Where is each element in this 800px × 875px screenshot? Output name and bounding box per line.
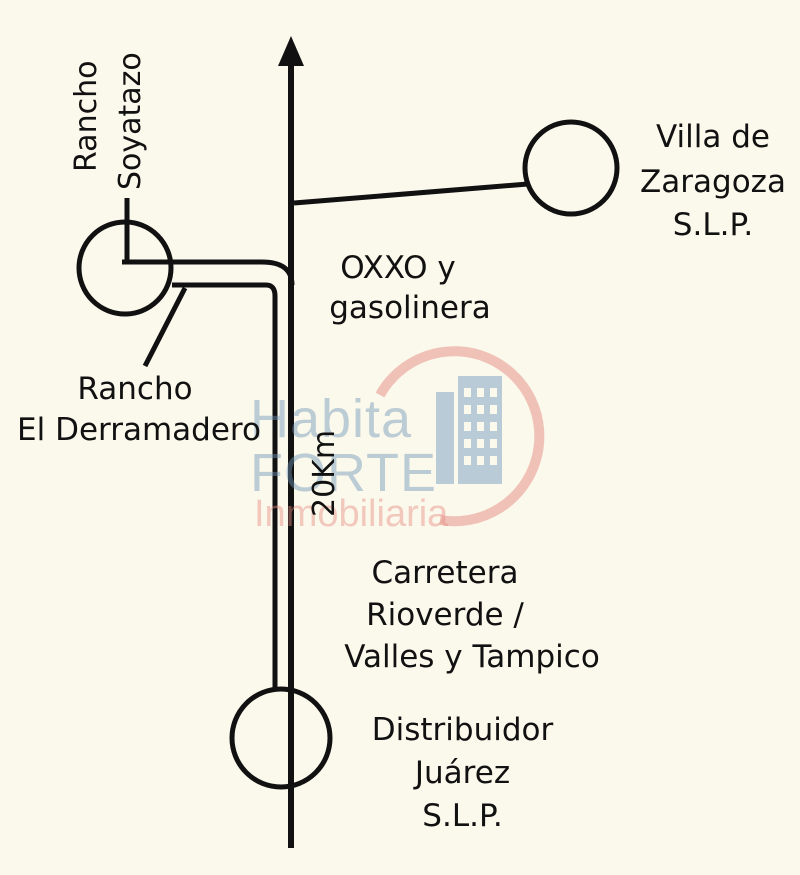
- label-distance: 20Km: [307, 429, 342, 517]
- label-valles-tampico: Valles y Tampico: [344, 639, 600, 675]
- label-distribuidor-slp: S.L.P.: [422, 798, 503, 834]
- north-arrow-icon: [278, 36, 304, 66]
- label-juarez: Juárez: [414, 755, 511, 791]
- villa-zaragoza-circle: [522, 119, 620, 217]
- distribuidor-juarez-circle: [229, 686, 333, 790]
- road-to-villa-zaragoza: [293, 181, 529, 206]
- watermark-arc: [375, 346, 545, 527]
- label-villa-de: Villa de: [656, 119, 770, 155]
- road-to-rancho-upper: [122, 259, 295, 286]
- road-to-rancho-lower: [172, 282, 278, 690]
- watermark-logo: [375, 346, 545, 527]
- watermark-text-inmobiliaria: Inmobiliaria: [254, 493, 449, 535]
- label-soyatazo: Soyatazo: [113, 52, 148, 190]
- label-rancho-2: Rancho: [77, 371, 193, 407]
- watermark-building-windows: [464, 388, 497, 465]
- watermark-building-small: [436, 392, 454, 484]
- label-distribuidor: Distribuidor: [371, 712, 554, 748]
- label-rancho: Rancho: [69, 60, 104, 172]
- watermark-text-forte: FORTE: [250, 443, 438, 503]
- label-oxxo: OXXO y: [340, 250, 456, 286]
- label-villa-slp: S.L.P.: [672, 207, 754, 243]
- label-carretera: Carretera: [371, 555, 519, 591]
- label-zaragoza: Zaragoza: [640, 164, 786, 200]
- watermark-text-habita: Habita: [250, 389, 413, 449]
- label-rioverde: Rioverde /: [366, 597, 524, 633]
- label-el-derramadero: El Derramadero: [17, 412, 261, 448]
- label-gasolinera: gasolinera: [329, 290, 491, 326]
- derramadero-leader-line: [142, 286, 188, 368]
